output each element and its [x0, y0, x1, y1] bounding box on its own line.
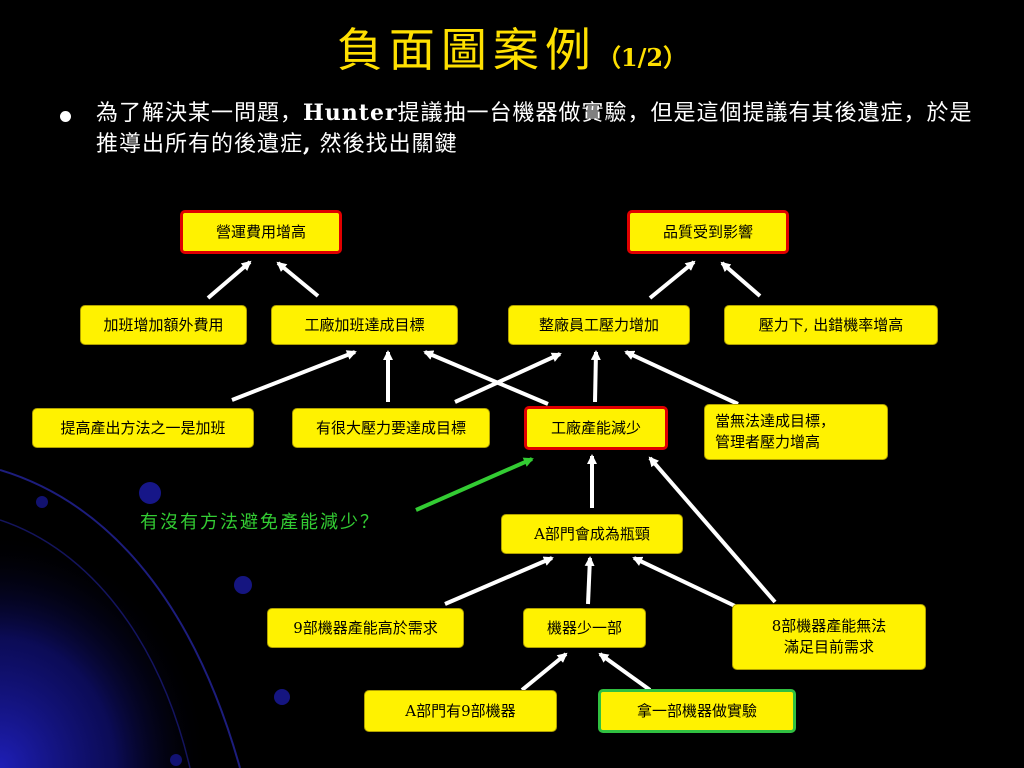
bullet-part-2: 提議抽一台機器做實驗，但是這個提議有其後遺症，於是推導出所有的後遺症 [96, 101, 973, 157]
title-page-indicator: （1/2） [596, 43, 688, 72]
node-staff-pressure: 整廠員工壓力增加 [508, 305, 690, 345]
node-one-less: 機器少一部 [523, 608, 646, 648]
node-experiment: 拿一部機器做實驗 [598, 689, 796, 733]
node-error-rate: 壓力下, 出錯機率增高 [724, 305, 938, 345]
node-factory-overtime: 工廠加班達成目標 [271, 305, 458, 345]
node-dept-nine: A部門有9部機器 [364, 690, 557, 732]
bullet-comma: , [303, 131, 312, 157]
bullet-icon [60, 111, 71, 122]
slide-title: 負面圖案例（1/2） [0, 14, 1024, 80]
node-quality: 品質受到影響 [627, 210, 789, 254]
title-main: 負面圖案例 [336, 23, 597, 77]
bullet-highlight: Hunter [303, 100, 398, 126]
node-eight-machines: 8部機器產能無法 滿足目前需求 [732, 604, 926, 670]
bullet-part-3: 然後找出關鍵 [311, 132, 458, 157]
node-nine-machines-high: 9部機器產能高於需求 [267, 608, 464, 648]
node-capacity-down: 工廠產能減少 [524, 406, 668, 450]
bullet-part-1: 為了解決某一問題， [96, 101, 304, 126]
node-overtime-cost: 加班增加額外費用 [80, 305, 247, 345]
node-cost: 營運費用增高 [180, 210, 342, 254]
node-bottleneck: A部門會成為瓶頸 [501, 514, 683, 554]
node-pressure-target: 有很大壓力要達成目標 [292, 408, 490, 448]
node-manager-pressure: 當無法達成目標， 管理者壓力增高 [704, 404, 888, 460]
node-raise-output: 提高產出方法之一是加班 [32, 408, 254, 448]
question-text: 有沒有方法避免產能減少？ [140, 512, 380, 533]
bullet-text: 為了解決某一問題，Hunter提議抽一台機器做實驗，但是這個提議有其後遺症，於是… [96, 98, 976, 160]
